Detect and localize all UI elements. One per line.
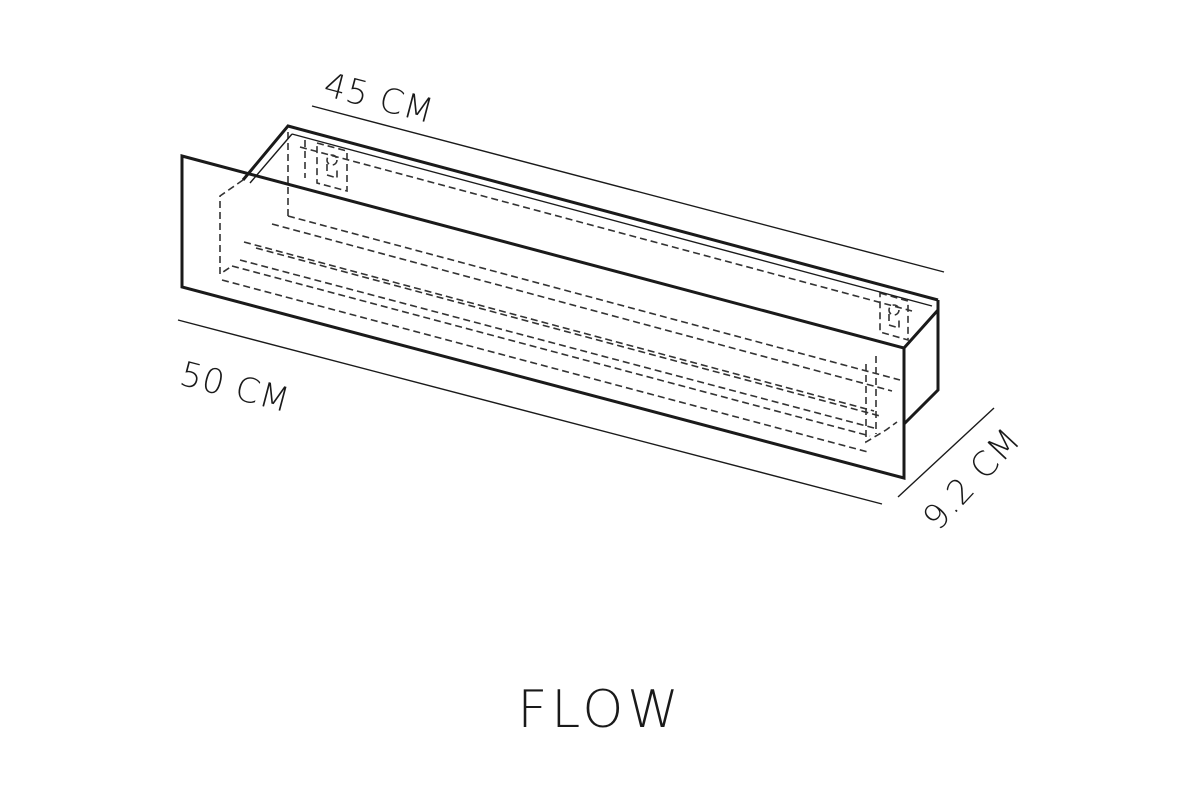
hidden-lines: [219, 132, 939, 453]
mounting-bracket-left: [304, 140, 348, 193]
mounting-bracket-right: [879, 291, 909, 342]
product-name: FLOW: [517, 680, 683, 740]
dimension-height: 9.2 CM: [897, 407, 1029, 538]
back-wall-right-end: [902, 300, 940, 426]
dimension-width: 50 CM: [176, 319, 883, 505]
dimension-height-label: 9.2 CM: [915, 420, 1029, 538]
dimension-depth: 45 CM: [311, 65, 945, 273]
front-panel: [180, 154, 906, 480]
shelf-outline: [180, 124, 940, 480]
dimension-width-line: [177, 319, 883, 505]
dimension-depth-label: 45 CM: [320, 65, 439, 132]
dimension-width-label: 50 CM: [176, 354, 295, 421]
back-wall-top: [241, 124, 939, 302]
dimension-height-line: [897, 407, 995, 498]
dimension-depth-line: [311, 105, 945, 273]
